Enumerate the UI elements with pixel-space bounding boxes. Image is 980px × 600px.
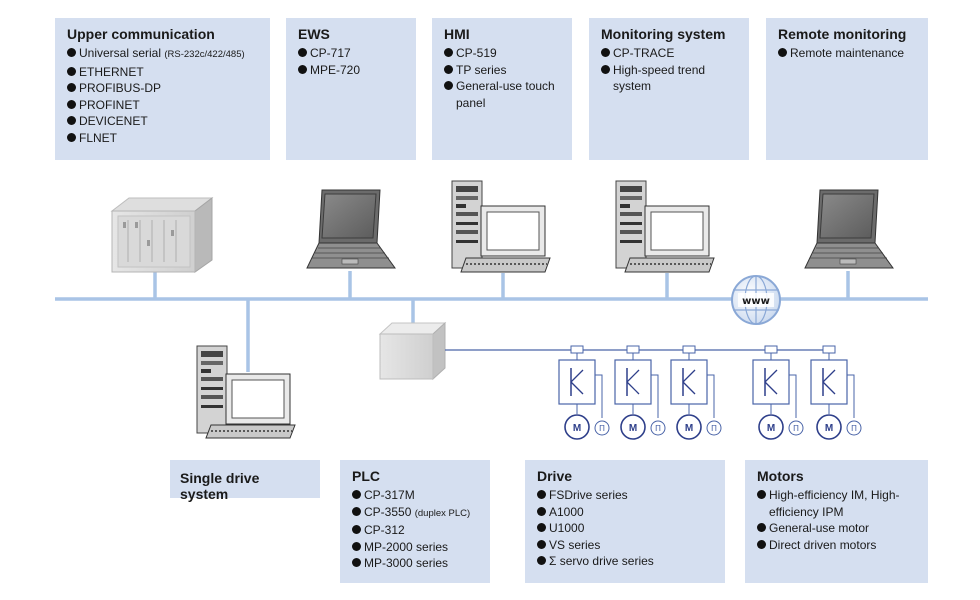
motor-label: M bbox=[685, 423, 693, 434]
list-item: FSDrive series bbox=[537, 487, 715, 504]
list-item: CP-519 bbox=[444, 45, 562, 62]
box-title: Drive bbox=[537, 468, 573, 484]
laptop-icon bbox=[306, 189, 396, 269]
list-item: A1000 bbox=[537, 504, 715, 521]
list-item: PROFINET bbox=[67, 97, 260, 114]
motors: M Π M Π M Π M Π M Π bbox=[564, 414, 862, 440]
desktop-computer-icon bbox=[451, 180, 551, 273]
item-list: High-efficiency IM, High-efficiency IPM … bbox=[757, 487, 918, 553]
pulse-label: Π bbox=[655, 424, 661, 433]
network-bus bbox=[55, 271, 928, 372]
list-item: Σ servo drive series bbox=[537, 553, 715, 570]
motor-icon: M Π bbox=[676, 414, 722, 440]
box-title: EWS bbox=[298, 26, 330, 42]
ews-box: EWS CP-717 MPE-720 bbox=[286, 18, 416, 160]
list-item: Universal serial (RS-232c/422/485) bbox=[67, 45, 260, 64]
drive-unit bbox=[810, 345, 855, 418]
box-title: Single drive system bbox=[180, 470, 260, 502]
drive-units bbox=[558, 345, 855, 418]
item-list: Remote maintenance bbox=[778, 45, 918, 62]
list-item: CP-317M bbox=[352, 487, 480, 504]
list-item: High-speed trend system bbox=[601, 62, 738, 95]
single-drive-system-box: Single drive system bbox=[170, 460, 320, 502]
desktop-computer-icon bbox=[196, 345, 296, 439]
list-item: CP-717 bbox=[298, 45, 406, 62]
list-item: TP series bbox=[444, 62, 562, 79]
list-item: FLNET bbox=[67, 130, 260, 147]
box-title: Monitoring system bbox=[601, 26, 726, 42]
motor-label: M bbox=[767, 423, 775, 434]
pulse-label: Π bbox=[851, 424, 857, 433]
list-item: CP-312 bbox=[352, 522, 480, 539]
item-list: Universal serial (RS-232c/422/485) ETHER… bbox=[67, 45, 260, 146]
list-item: PROFIBUS-DP bbox=[67, 80, 260, 97]
drive-box: Drive FSDrive series A1000 U1000 VS seri… bbox=[525, 460, 725, 583]
pulse-label: Π bbox=[711, 424, 717, 433]
pulse-label: Π bbox=[599, 424, 605, 433]
motor-label: M bbox=[825, 423, 833, 434]
motor-icon: M Π bbox=[564, 414, 610, 440]
box-title: Upper communication bbox=[67, 26, 215, 42]
motors-box: Motors High-efficiency IM, High-efficien… bbox=[745, 460, 928, 583]
motor-label: M bbox=[629, 423, 637, 434]
pulse-label: Π bbox=[793, 424, 799, 433]
list-item: MPE-720 bbox=[298, 62, 406, 79]
list-item: High-efficiency IM, High-efficiency IPM bbox=[757, 487, 909, 520]
motor-icon: M Π bbox=[620, 414, 666, 440]
hmi-box: HMI CP-519 TP series General-use touch p… bbox=[432, 18, 572, 160]
upper-communication-box: Upper communication Universal serial (RS… bbox=[55, 18, 270, 160]
list-item: General-use motor bbox=[757, 520, 918, 537]
box-title: Motors bbox=[757, 468, 804, 484]
box-title: Remote monitoring bbox=[778, 26, 907, 42]
server-rack-icon bbox=[110, 196, 214, 273]
plc-unit-icon bbox=[378, 321, 447, 381]
laptop-icon bbox=[804, 189, 894, 269]
list-item: MP-2000 series bbox=[352, 539, 480, 556]
monitoring-system-box: Monitoring system CP-TRACE High-speed tr… bbox=[589, 18, 749, 160]
list-item: U1000 bbox=[537, 520, 715, 537]
item-list: CP-TRACE High-speed trend system bbox=[601, 45, 739, 95]
internet-globe-icon: www bbox=[731, 275, 781, 325]
list-item: ETHERNET bbox=[67, 64, 260, 81]
motor-icon: M Π bbox=[758, 414, 804, 440]
drive-unit bbox=[752, 345, 797, 418]
motor-label: M bbox=[573, 423, 581, 434]
plc-box: PLC CP-317M CP-3550 (duplex PLC) CP-312 … bbox=[340, 460, 490, 583]
motor-icon: M Π bbox=[816, 414, 862, 440]
drive-unit bbox=[670, 345, 715, 418]
www-label: www bbox=[742, 296, 770, 307]
item-list: FSDrive series A1000 U1000 VS series Σ s… bbox=[537, 487, 715, 570]
item-list: CP-717 MPE-720 bbox=[298, 45, 406, 78]
list-item: VS series bbox=[537, 537, 715, 554]
list-item: General-use touch panel bbox=[444, 78, 568, 111]
box-title: PLC bbox=[352, 468, 380, 484]
desktop-computer-icon bbox=[615, 180, 715, 273]
box-title: HMI bbox=[444, 26, 470, 42]
remote-monitoring-box: Remote monitoring Remote maintenance bbox=[766, 18, 928, 160]
list-item: CP-3550 (duplex PLC) bbox=[352, 504, 480, 523]
list-item: MP-3000 series bbox=[352, 555, 480, 572]
item-list: CP-519 TP series General-use touch panel bbox=[444, 45, 562, 111]
list-item: Direct driven motors bbox=[757, 537, 918, 554]
item-list: CP-317M CP-3550 (duplex PLC) CP-312 MP-2… bbox=[352, 487, 480, 572]
drive-unit bbox=[614, 345, 659, 418]
list-item: Remote maintenance bbox=[778, 45, 918, 62]
drive-unit bbox=[558, 345, 603, 418]
list-item: CP-TRACE bbox=[601, 45, 739, 62]
list-item: DEVICENET bbox=[67, 113, 260, 130]
